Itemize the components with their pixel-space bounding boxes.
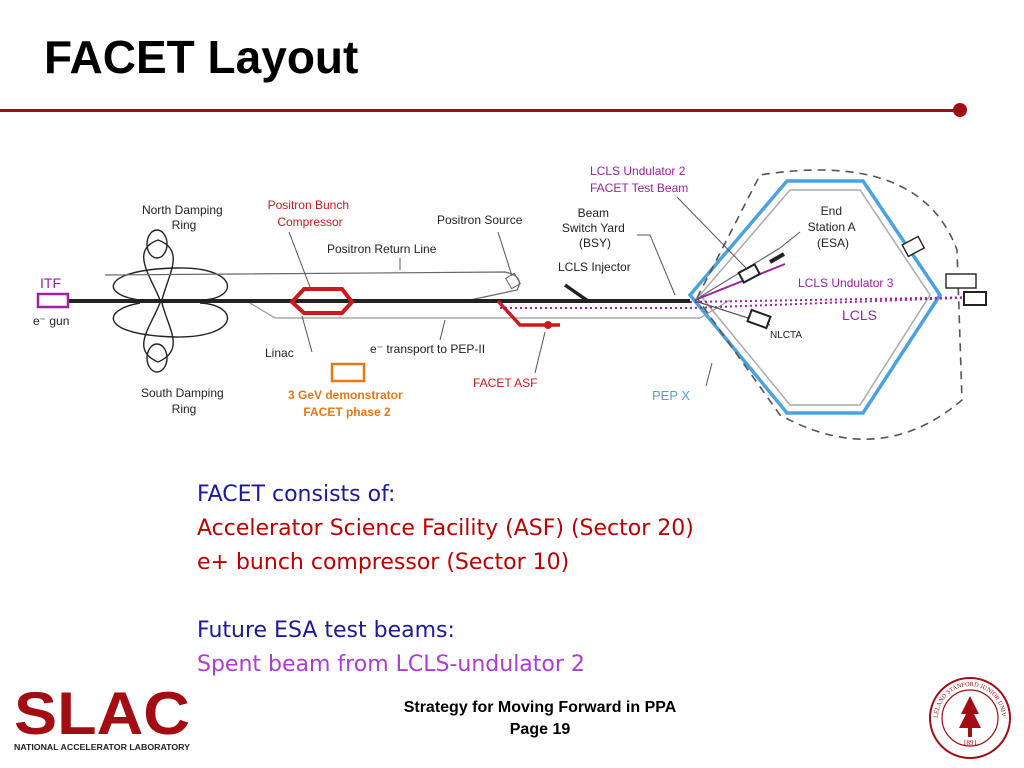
nlcta-box bbox=[746, 308, 772, 330]
esa-box-right bbox=[945, 273, 977, 289]
pep-ii-ring bbox=[699, 189, 931, 406]
demonstrator-label: 3 GeV demonstrator FACET phase 2 bbox=[288, 388, 406, 419]
north-damping-ring-lobe bbox=[112, 267, 229, 301]
bsy-label: Beam Switch Yard (BSY) bbox=[562, 206, 628, 250]
notes-heading: FACET consists of: bbox=[197, 482, 396, 507]
esa-box-upper bbox=[901, 235, 926, 258]
notes-spent-beam-item: Spent beam from LCLS-undulator 2 bbox=[197, 652, 585, 677]
footer-page-number: Page 19 bbox=[509, 721, 571, 738]
footer: Strategy for Moving Forward in PPA Page … bbox=[300, 697, 780, 741]
itf-label: ITF bbox=[40, 275, 61, 291]
notes-spacer bbox=[197, 580, 694, 614]
south-damping-ring-loop bbox=[146, 343, 168, 373]
south-damping-ring bbox=[143, 302, 174, 363]
egun-label: e⁻ gun bbox=[33, 314, 69, 328]
positron-source-box bbox=[504, 272, 522, 290]
pep-ii-transport-line bbox=[244, 299, 731, 319]
notes-compressor-item: e+ bunch compressor (Sector 10) bbox=[197, 550, 570, 575]
leader-lines bbox=[288, 196, 801, 387]
lcls-injector-line bbox=[564, 283, 589, 303]
end-station-label: End Station A (ESA) bbox=[808, 204, 859, 250]
lcls-dotted-line-2 bbox=[689, 296, 986, 303]
lcls-undulator-2-label: LCLS Undulator 2 FACET Test Beam bbox=[590, 164, 689, 195]
north-damping-ring-loop bbox=[146, 229, 168, 259]
facet-asf-line bbox=[496, 299, 560, 327]
south-damping-ring-label: South Damping Ring bbox=[141, 386, 227, 416]
facet-notes: FACET consists of: Accelerator Science F… bbox=[197, 478, 694, 682]
positron-bunch-compressor bbox=[289, 287, 355, 315]
positron-return-line-label: Positron Return Line bbox=[327, 242, 437, 256]
facet-asf-dot bbox=[544, 321, 552, 329]
slac-logo-subtitle: NATIONAL ACCELERATOR LABORATORY bbox=[14, 743, 191, 752]
title-rule-dot bbox=[953, 103, 967, 117]
seal-year: 1891 bbox=[963, 739, 978, 747]
title-rule bbox=[0, 109, 958, 112]
north-damping-ring-label: North Damping Ring bbox=[142, 203, 226, 232]
lcls-label: LCLS bbox=[842, 307, 877, 323]
positron-source-label: Positron Source bbox=[437, 213, 523, 227]
transport-label: e⁻ transport to PEP-II bbox=[370, 342, 485, 356]
positron-bunch-compressor-label: Positron Bunch Compressor bbox=[268, 198, 353, 229]
positron-return-line bbox=[104, 271, 520, 301]
lcls-undulator-3-label: LCLS Undulator 3 bbox=[798, 276, 894, 290]
south-damping-ring-lobe bbox=[112, 302, 229, 338]
footer-title: Strategy for Moving Forward in PPA bbox=[403, 699, 677, 716]
pepx-label: PEP X bbox=[652, 388, 690, 403]
itf-box bbox=[36, 292, 70, 309]
notes-asf-item: Accelerator Science Facility (ASF) (Sect… bbox=[197, 516, 694, 541]
page-title: FACET Layout bbox=[44, 31, 359, 83]
demonstrator-box bbox=[330, 362, 366, 383]
pep-x-ring bbox=[687, 179, 943, 415]
facet-asf-label: FACET ASF bbox=[473, 376, 537, 390]
north-damping-ring bbox=[143, 239, 174, 301]
linac-label: Linac bbox=[265, 346, 294, 360]
slac-logo-wordmark: SLAC bbox=[14, 684, 190, 747]
lcls-dotted-line-1 bbox=[500, 296, 986, 309]
lcls-undulator-2-box bbox=[737, 263, 762, 284]
slac-logo: SLAC NATIONAL ACCELERATOR LABORATORY bbox=[14, 684, 191, 752]
lcls-undulator-2-line bbox=[694, 263, 786, 301]
lcls-undulator-3-box bbox=[963, 291, 987, 306]
esa-beam-pointer bbox=[769, 252, 785, 264]
redwood-tree-icon bbox=[959, 696, 981, 737]
spent-beam-line bbox=[694, 247, 781, 301]
stanford-seal: LELAND STANFORD JUNIOR UNIVERSITY 1891 bbox=[928, 676, 1011, 759]
esa-dashed-loop bbox=[696, 169, 963, 440]
nlcta-label: NLCTA bbox=[770, 330, 802, 341]
notes-future-heading: Future ESA test beams: bbox=[197, 618, 455, 643]
lcls-injector-label: LCLS Injector bbox=[558, 260, 631, 274]
facet-layout-diagram: North Damping Ring South Damping Ring Po… bbox=[33, 164, 987, 440]
